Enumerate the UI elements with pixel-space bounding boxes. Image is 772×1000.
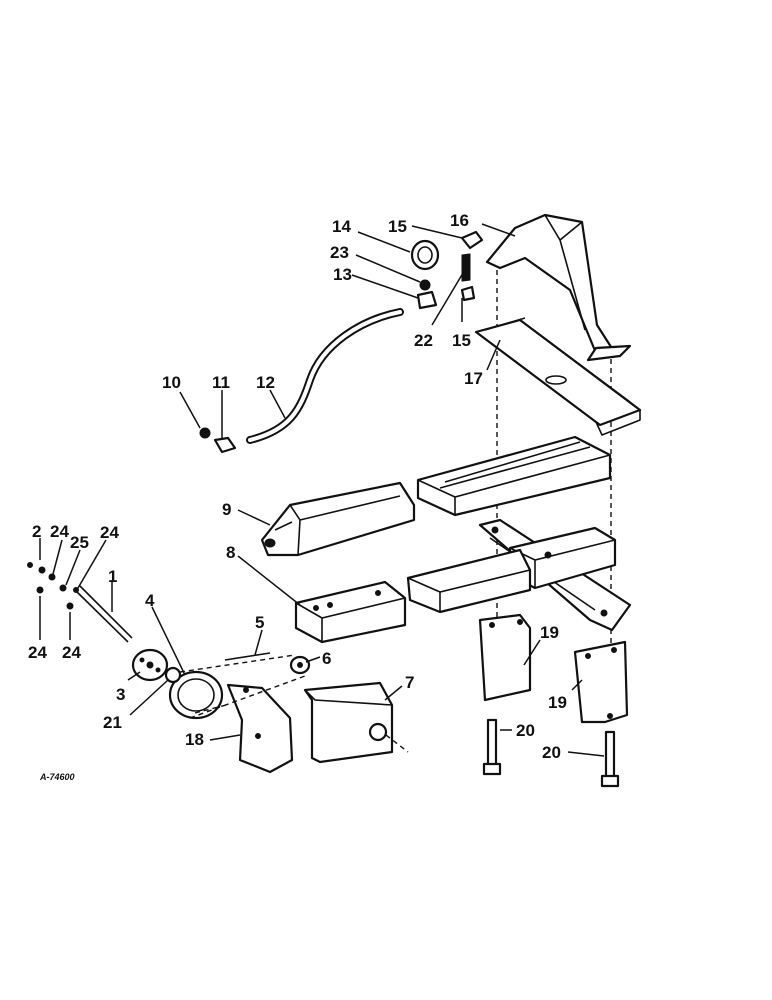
hardware-2-24-25 — [27, 562, 79, 610]
callout-7: 7 — [405, 673, 414, 692]
part-5-belt — [179, 654, 306, 719]
callout-13: 13 — [333, 265, 352, 284]
callout-21: 21 — [103, 713, 122, 732]
part-15-elbow-bottom — [460, 285, 476, 302]
callout-20-left: 20 — [516, 721, 535, 740]
part-14-gauge — [410, 239, 440, 271]
callout-15-bottom: 15 — [452, 331, 471, 350]
callout-9: 9 — [222, 500, 231, 519]
part-5-belt-section — [224, 652, 271, 661]
callout-14: 14 — [332, 217, 351, 236]
part-19-bracket-left — [478, 613, 532, 702]
callout-2: 2 — [32, 522, 41, 541]
callout-23: 23 — [330, 243, 349, 262]
callout-19-right: 19 — [548, 693, 567, 712]
callout-3: 3 — [116, 685, 125, 704]
callout-22: 22 — [414, 331, 433, 350]
part-12-hose-core — [248, 310, 402, 442]
leader-lines — [39, 223, 605, 757]
part-15-elbow-top — [460, 230, 484, 250]
callout-5: 5 — [255, 613, 264, 632]
part-11-elbow — [213, 436, 237, 454]
part-23-fitting — [419, 279, 431, 291]
callout-16: 16 — [450, 211, 469, 230]
right-channel-upper — [416, 435, 612, 517]
part-10-plug — [199, 427, 211, 439]
callout-12: 12 — [256, 373, 275, 392]
part-13-tee — [416, 290, 438, 310]
callout-10: 10 — [162, 373, 181, 392]
part-4-pulley — [168, 670, 224, 720]
part-18-plate — [226, 683, 294, 774]
callout-24-a: 24 — [50, 522, 69, 541]
part-1-shaft — [74, 585, 133, 643]
callout-15-top: 15 — [388, 217, 407, 236]
callout-20-right: 20 — [542, 743, 561, 762]
part-8-channel — [294, 580, 407, 644]
callout-11: 11 — [212, 373, 230, 392]
callout-25: 25 — [70, 533, 89, 552]
part-22-nipple — [461, 253, 471, 282]
callout-24-b: 24 — [100, 523, 119, 542]
drawing-reference-code: A-74600 — [39, 772, 75, 782]
part-7-mount — [303, 681, 409, 764]
callout-8: 8 — [226, 543, 235, 562]
part-19-bracket-right — [573, 640, 629, 724]
part-16-upright — [485, 213, 632, 362]
callout-18: 18 — [185, 730, 204, 749]
callout-24-d: 24 — [62, 643, 81, 662]
part-6-pulley — [289, 655, 311, 675]
part-9-trough — [260, 481, 416, 557]
callout-19-left: 19 — [540, 623, 559, 642]
callout-17: 17 — [464, 369, 483, 388]
callout-1: 1 — [108, 567, 117, 586]
callout-4: 4 — [145, 591, 155, 610]
part-17-channel — [474, 317, 642, 437]
part-21-washer — [164, 666, 182, 684]
callout-6: 6 — [322, 649, 331, 668]
callout-24-c: 24 — [28, 643, 47, 662]
part-20-bolt-right — [600, 730, 620, 788]
callouts: 14 15 16 23 13 22 15 17 10 11 12 9 8 2 2… — [28, 211, 567, 762]
part-20-bolt-left — [482, 718, 502, 776]
part-3-sprocket — [131, 648, 169, 682]
right-channel-middle — [406, 518, 632, 632]
